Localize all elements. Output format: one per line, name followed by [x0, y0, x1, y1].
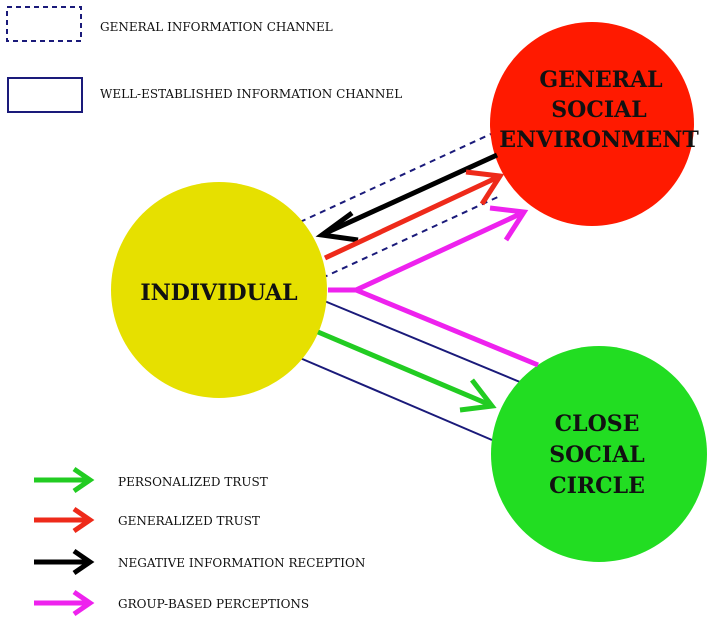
arrow-generalized-trust: [323, 169, 505, 261]
legend-negative-information: NEGATIVE INFORMATION RECEPTION: [34, 548, 365, 576]
node-individual: [111, 182, 327, 398]
arrow-group-perceptions: [328, 205, 539, 368]
legend-personalized-trust-label: PERSONALIZED TRUST: [118, 475, 268, 489]
legend-generalized-trust: GENERALIZED TRUST: [34, 506, 260, 534]
channel-dashed-upper: [299, 132, 494, 223]
node-close-social-circle: [491, 346, 707, 562]
legend-dashed-box: [6, 6, 82, 42]
legend-group-perceptions: GROUP-BASED PERCEPTIONS: [34, 589, 309, 617]
node-general-social-environment: [490, 22, 694, 226]
arrow-personalized-trust: [317, 329, 497, 413]
legend-generalized-trust-label: GENERALIZED TRUST: [118, 514, 260, 528]
arrow-negative-information: [315, 152, 499, 243]
general-env-line-3: ENVIRONMENT: [499, 127, 699, 153]
legend-solid-box: [7, 77, 83, 113]
individual-label: INDIVIDUAL: [140, 280, 297, 306]
general-env-line-1: GENERAL: [539, 67, 662, 93]
close-circle-line-3: CIRCLE: [549, 473, 645, 499]
channel-solid-lower: [299, 357, 493, 441]
legend-group-perceptions-label: GROUP-BASED PERCEPTIONS: [118, 597, 309, 611]
channel-solid-upper: [321, 299, 521, 383]
legend-general-channel-label: GENERAL INFORMATION CHANNEL: [100, 20, 333, 34]
close-circle-line-1: CLOSE: [555, 411, 640, 437]
legend-personalized-trust: PERSONALIZED TRUST: [34, 466, 268, 494]
legend-negative-information-label: NEGATIVE INFORMATION RECEPTION: [118, 556, 365, 570]
general-env-line-2: SOCIAL: [551, 97, 646, 123]
close-circle-line-2: SOCIAL: [549, 442, 644, 468]
legend-established-channel-label: WELL-ESTABLISHED INFORMATION CHANNEL: [100, 87, 402, 101]
